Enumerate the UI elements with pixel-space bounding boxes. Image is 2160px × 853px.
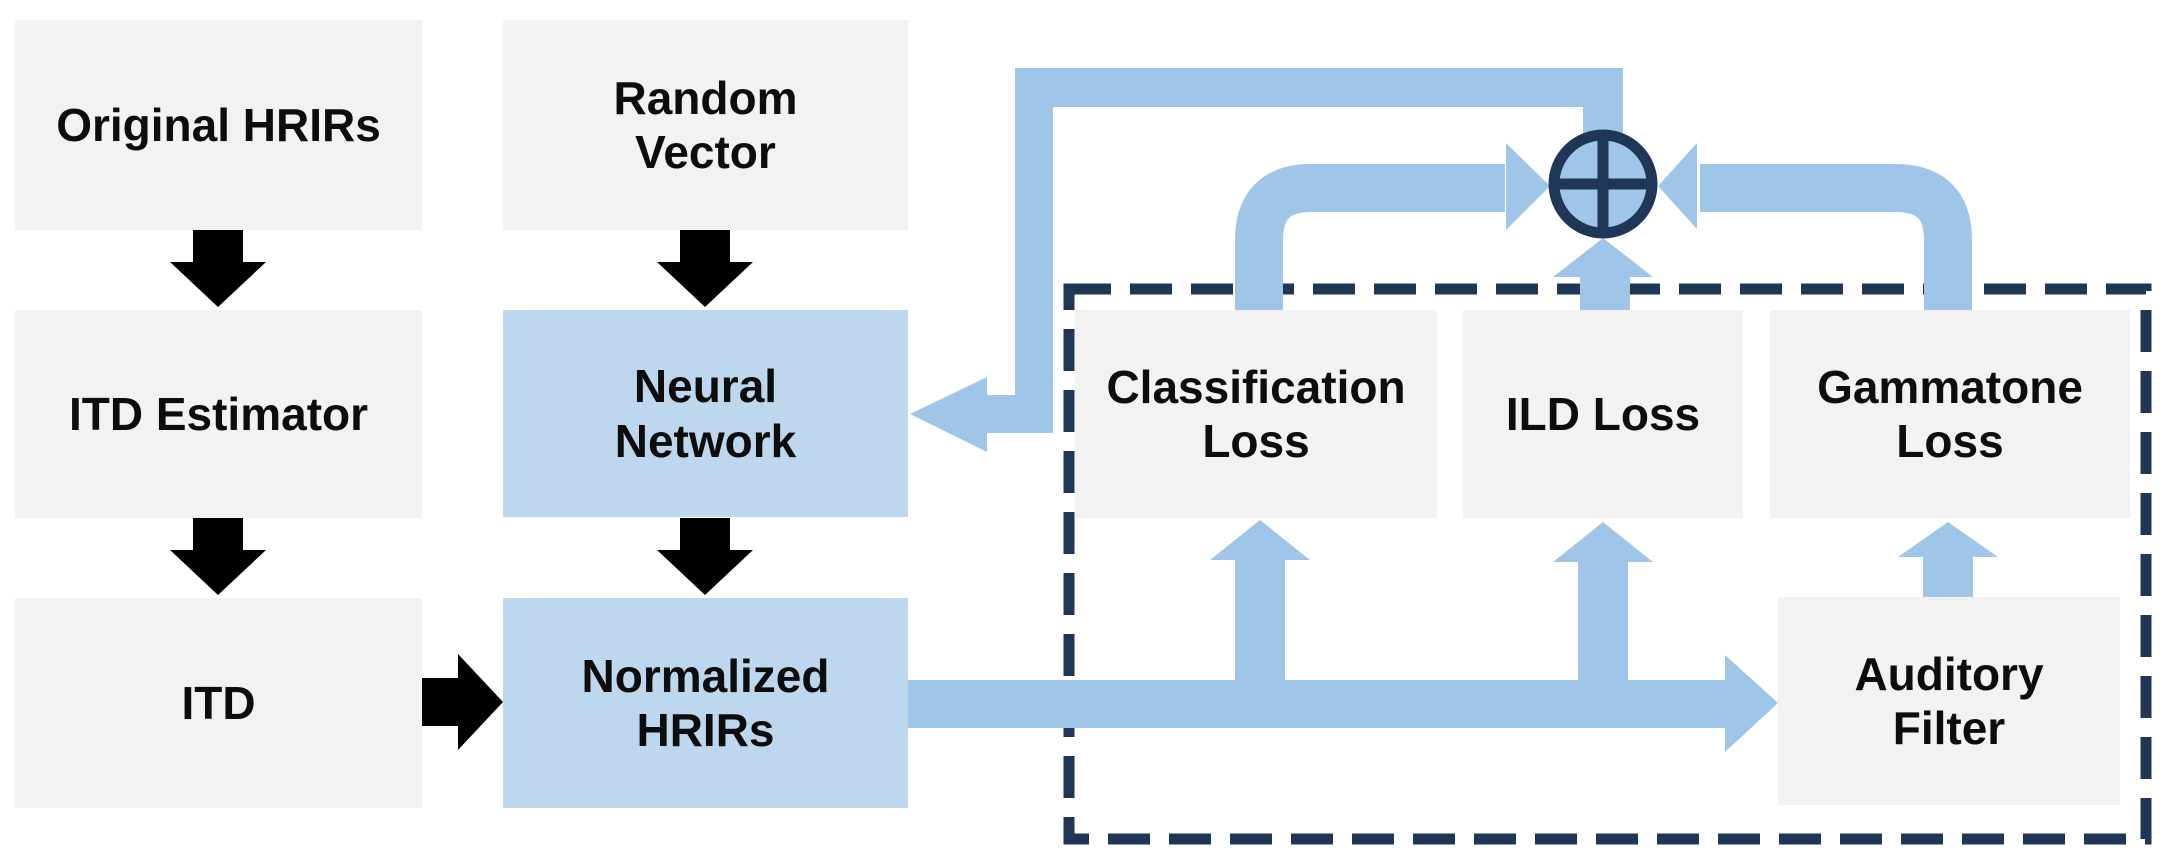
neural-network-box: Neural Network — [503, 310, 908, 517]
original-to-itdestimator-arrow — [170, 230, 266, 307]
loss-group-dashed-border — [1063, 283, 2152, 845]
classification-to-sum-arrowhead — [1506, 143, 1550, 230]
to-ild-arrow — [1553, 522, 1653, 690]
gammatone-to-sum-path — [1700, 164, 1972, 312]
ild-to-sum-arrow — [1553, 238, 1653, 312]
gammatone-loss-box: Gammatone Loss — [1770, 310, 2130, 518]
normalized-hrirs-box: Normalized HRIRs — [503, 598, 908, 808]
to-classification-arrow — [1210, 520, 1310, 690]
ild-loss-box: ILD Loss — [1463, 310, 1743, 518]
gammatone-to-sum-arrowhead — [1658, 143, 1697, 229]
random-to-neural-arrow — [657, 230, 753, 307]
auditory-to-gammatone-arrow — [1898, 522, 1998, 600]
itd-to-normalized-arrow — [422, 654, 503, 750]
circled-plus-icon — [1548, 129, 1658, 239]
itdestimator-to-itd-arrow — [170, 518, 266, 595]
classification-loss-box: Classification Loss — [1075, 310, 1437, 518]
original-hrirs-box: Original HRIRs — [15, 20, 422, 230]
classification-to-sum-path — [1235, 164, 1505, 312]
auditory-filter-box: Auditory Filter — [1778, 597, 2120, 805]
normalized-to-auditory-arrow — [908, 655, 1778, 752]
random-vector-box: Random Vector — [503, 20, 908, 230]
sum-to-neural-feedback-arrow — [910, 68, 1623, 452]
neural-to-normalized-arrow — [657, 518, 753, 595]
itd-estimator-box: ITD Estimator — [15, 310, 422, 518]
itd-box: ITD — [15, 598, 422, 808]
